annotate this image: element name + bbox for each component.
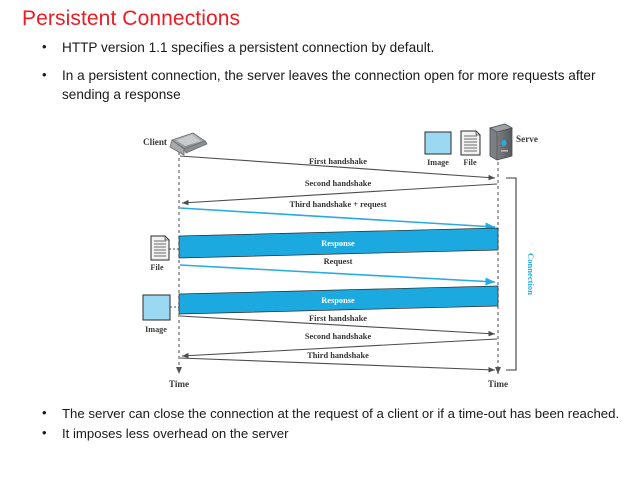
message-label: Second handshake: [305, 179, 372, 188]
message-request: Request: [179, 257, 496, 286]
message-label: Third handshake: [307, 351, 369, 360]
resource-label: File: [463, 158, 477, 167]
resource-label: File: [150, 263, 164, 272]
server-label: Serve: [516, 134, 538, 144]
client-laptop-icon: [169, 132, 208, 156]
message-second-handshake-2: Second handshake: [181, 332, 498, 359]
resource-label: Image: [145, 325, 167, 334]
resource-image-top: Image: [424, 131, 452, 167]
message-label: First handshake: [309, 314, 367, 323]
top-bullet-list: HTTP version 1.1 specifies a persistent …: [30, 37, 626, 113]
connection-bracket: Connection: [506, 177, 536, 371]
message-first-handshake-1: First handshake: [179, 155, 496, 181]
message-third-handshake-2: Third handshake: [179, 351, 496, 373]
message-label: Second handshake: [305, 332, 372, 341]
client-label: Client: [143, 137, 168, 147]
connection-label: Connection: [526, 253, 536, 295]
message-second-handshake-1: Second handshake: [181, 179, 498, 206]
message-response-1: Response: [178, 227, 499, 259]
message-label: Request: [324, 257, 353, 266]
bullet-item: The server can close the connection at t…: [30, 404, 630, 423]
bullet-item: It imposes less overhead on the server: [30, 424, 630, 443]
resource-label: Image: [427, 158, 449, 167]
message-response-2: Response: [178, 285, 499, 315]
message-first-handshake-2: First handshake: [179, 314, 496, 337]
resource-file-top: File: [460, 130, 481, 167]
message-label: Third handshake + request: [289, 200, 386, 209]
bullet-item: HTTP version 1.1 specifies a persistent …: [30, 37, 626, 58]
bullet-item: In a persistent connection, the server l…: [30, 65, 626, 105]
message-label: First handshake: [309, 157, 367, 166]
server-icon: [488, 123, 514, 161]
message-third-handshake-request: Third handshake + request: [179, 200, 496, 231]
message-label: Response: [321, 296, 355, 305]
server-time-label: Time: [488, 379, 508, 389]
persistent-connection-diagram: Image File Serve Client: [0, 112, 638, 404]
client-time-label: Time: [169, 379, 189, 389]
resource-image-left: Image: [142, 294, 180, 334]
message-label: Response: [321, 239, 355, 248]
resource-file-left: File: [150, 235, 180, 272]
page-title: Persistent Connections: [22, 7, 241, 30]
bottom-bullet-list: The server can close the connection at t…: [30, 404, 630, 445]
